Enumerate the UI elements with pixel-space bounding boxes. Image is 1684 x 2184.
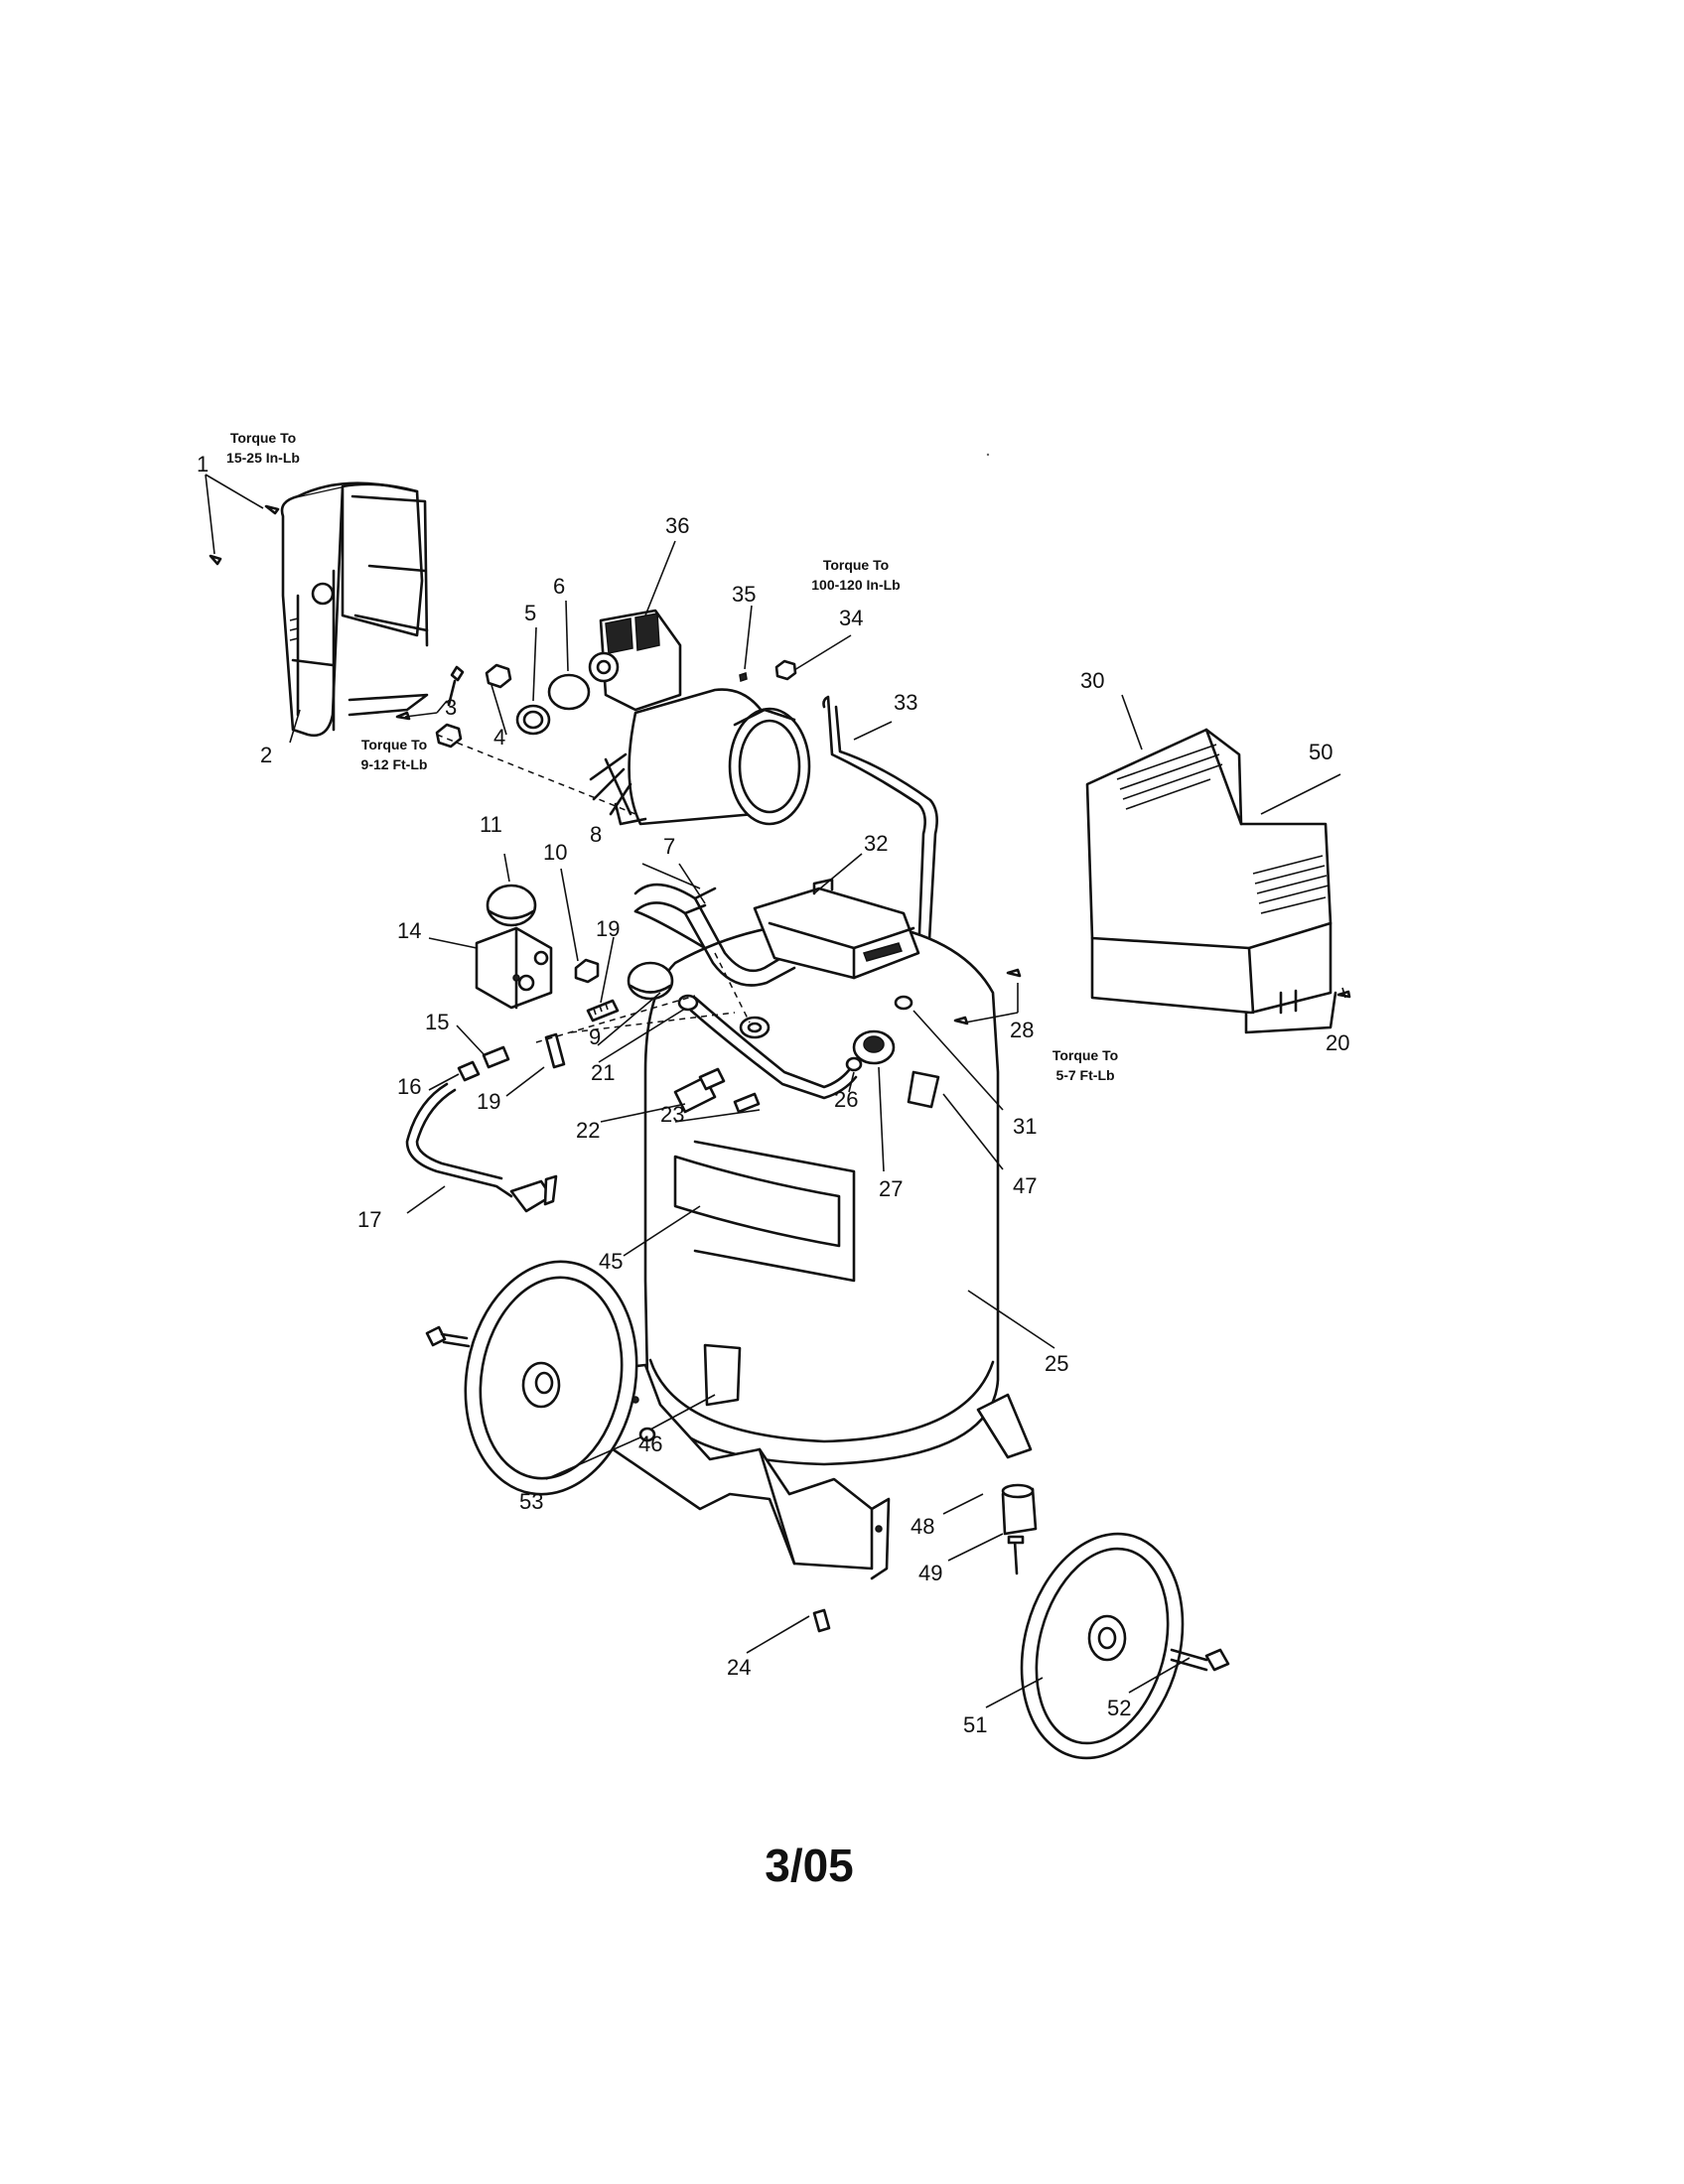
power-cord-17	[405, 1082, 558, 1213]
part-label-11: 11	[480, 812, 502, 837]
assembly-lines	[436, 734, 751, 1043]
nut-34	[774, 659, 797, 681]
torque-note-1-line2: 15-25 In-Lb	[226, 450, 300, 466]
nipple-19b	[544, 1032, 566, 1069]
nipple-23	[733, 1092, 761, 1114]
part-label-26: 26	[834, 1087, 858, 1112]
part-label-21: 21	[591, 1060, 615, 1085]
part-label-8: 8	[590, 822, 602, 847]
torque-note-2-line2: 100-120 In-Lb	[811, 577, 900, 593]
part-label-5: 5	[524, 601, 536, 625]
part-label-49: 49	[918, 1561, 942, 1585]
regulator-27	[852, 1029, 896, 1065]
axle-bolt-left	[425, 1325, 471, 1348]
part-label-50: 50	[1309, 740, 1333, 764]
tank-base	[599, 1363, 1033, 1580]
fitting-31	[894, 995, 913, 1011]
filter-6	[547, 673, 591, 711]
part-label-23: 23	[660, 1102, 684, 1127]
right-shroud	[1085, 728, 1337, 1034]
torque-note-2: Torque To 100-120 In-Lb	[811, 557, 900, 593]
part-label-9: 9	[589, 1024, 601, 1049]
torque-note-4: Torque To 5-7 Ft-Lb	[1052, 1047, 1118, 1083]
part-label-32: 32	[864, 831, 888, 856]
tank	[643, 920, 1000, 1466]
part-label-46: 46	[638, 1432, 662, 1456]
part-label-24: 24	[727, 1655, 751, 1680]
part-label-14: 14	[397, 918, 421, 943]
part-label-10: 10	[543, 840, 567, 865]
part-label-17: 17	[357, 1207, 381, 1232]
wheel-right	[1020, 1532, 1185, 1760]
stray-dot	[986, 453, 990, 457]
connector-16	[457, 1060, 481, 1082]
part-label-47: 47	[1013, 1173, 1037, 1198]
screw-1	[209, 504, 280, 566]
part-label-15: 15	[425, 1010, 449, 1034]
part-label-27: 27	[879, 1176, 903, 1201]
tube-8	[633, 883, 796, 987]
outlet-tube-33	[822, 695, 938, 960]
part-label-52: 52	[1107, 1696, 1131, 1720]
part-label-3: 3	[445, 695, 457, 720]
part-label-36: 36	[665, 513, 689, 538]
part-label-6: 6	[553, 574, 565, 599]
drain-24	[812, 1608, 831, 1633]
pump-motor	[588, 609, 811, 826]
nut-53	[638, 1427, 656, 1442]
tube-9	[689, 996, 858, 1100]
torque-note-2-line1: Torque To	[823, 557, 889, 573]
fitting-26	[845, 1056, 863, 1072]
gauge-second	[627, 961, 674, 1001]
part-label-51: 51	[963, 1712, 987, 1737]
part-label-4: 4	[493, 725, 505, 750]
part-label-1: 1	[197, 452, 209, 477]
screws-28	[953, 968, 1022, 1025]
part-label-16: 16	[397, 1074, 421, 1099]
screw-49	[1007, 1535, 1025, 1575]
part-label-34: 34	[839, 606, 863, 630]
part-label-53: 53	[519, 1489, 543, 1514]
part-label-28: 28	[1010, 1018, 1034, 1042]
torque-note-3: Torque To 9-12 Ft-Lb	[361, 737, 428, 772]
part-label-22: 22	[576, 1118, 600, 1143]
fitting-10	[574, 958, 600, 984]
torque-note-4-line2: 5-7 Ft-Lb	[1055, 1067, 1114, 1083]
gauge-11	[486, 884, 537, 927]
part-label-2: 2	[260, 743, 272, 767]
part-label-7: 7	[663, 834, 675, 859]
part-label-45: 45	[599, 1249, 623, 1274]
part-label-19b: 19	[477, 1089, 500, 1114]
torque-note-3-line2: 9-12 Ft-Lb	[361, 756, 428, 772]
fitting-35	[739, 672, 748, 682]
part-label-19a: 19	[596, 916, 620, 941]
wheel-left	[464, 1260, 638, 1496]
part-label-20: 20	[1326, 1030, 1349, 1055]
valve-15	[482, 1045, 510, 1069]
torque-note-1: Torque To 15-25 In-Lb	[226, 430, 300, 466]
part-label-35: 35	[732, 582, 756, 607]
nipple-19a	[586, 999, 620, 1023]
axle-bolt-right	[1170, 1648, 1230, 1672]
torque-note-3-line1: Torque To	[361, 737, 427, 752]
part-label-33: 33	[894, 690, 917, 715]
nut-4	[435, 663, 512, 749]
date-code: 3/05	[765, 1840, 854, 1891]
torque-note-1-line1: Torque To	[230, 430, 296, 446]
foot-48	[1001, 1483, 1038, 1536]
part-label-25: 25	[1045, 1351, 1068, 1376]
ring-5	[515, 704, 551, 736]
part-label-31: 31	[1013, 1114, 1037, 1139]
pressure-switch-14	[475, 926, 553, 1010]
torque-note-4-line1: Torque To	[1052, 1047, 1118, 1063]
left-shroud	[280, 481, 429, 738]
part-label-48: 48	[911, 1514, 934, 1539]
part-label-30: 30	[1080, 668, 1104, 693]
leader-lines	[205, 474, 1346, 1708]
